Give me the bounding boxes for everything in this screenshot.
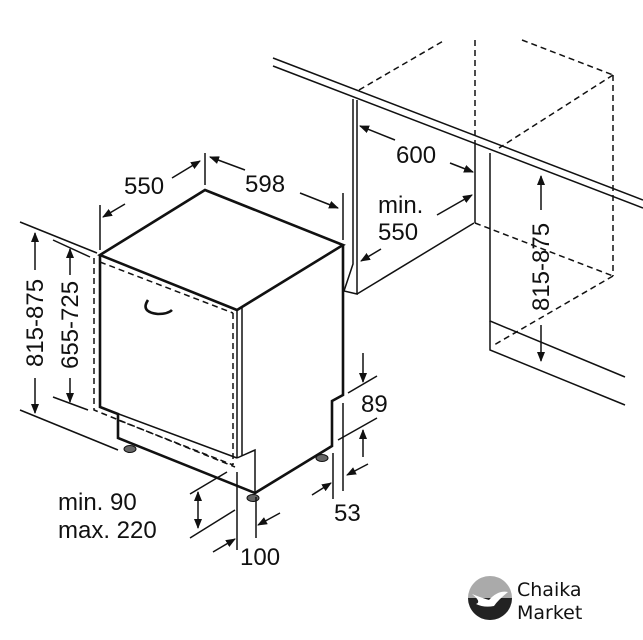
plinth-offset-label: 100: [240, 544, 280, 571]
chaika-market-logo: Chaika Market: [468, 576, 582, 624]
logo-line1: Chaika: [517, 579, 582, 601]
depth-label: 550: [124, 173, 164, 200]
plinth-height-max-label: max. 220: [58, 517, 157, 544]
plinth-top-label: 89: [361, 391, 388, 418]
seagull-icon: [472, 591, 508, 607]
total-height-label: 815-875: [22, 279, 49, 367]
niche-depth-prefix: min.: [378, 192, 423, 219]
plinth-height-min-label: min. 90: [58, 489, 137, 516]
door-handle: [144, 299, 173, 316]
plinth-depth-label: 53: [334, 500, 361, 527]
niche-depth-label: 550: [378, 219, 418, 246]
niche-height-label: 815-875: [528, 223, 555, 311]
niche-width-label: 600: [396, 142, 436, 169]
logo-line2: Market: [517, 602, 582, 624]
feet: [123, 445, 329, 502]
dimension-lines: [19, 125, 545, 553]
width-label: 598: [245, 171, 285, 198]
cabinet-niche: [272, 39, 643, 406]
dishwasher-body: [93, 188, 346, 502]
door-height-label: 655-725: [57, 281, 84, 369]
